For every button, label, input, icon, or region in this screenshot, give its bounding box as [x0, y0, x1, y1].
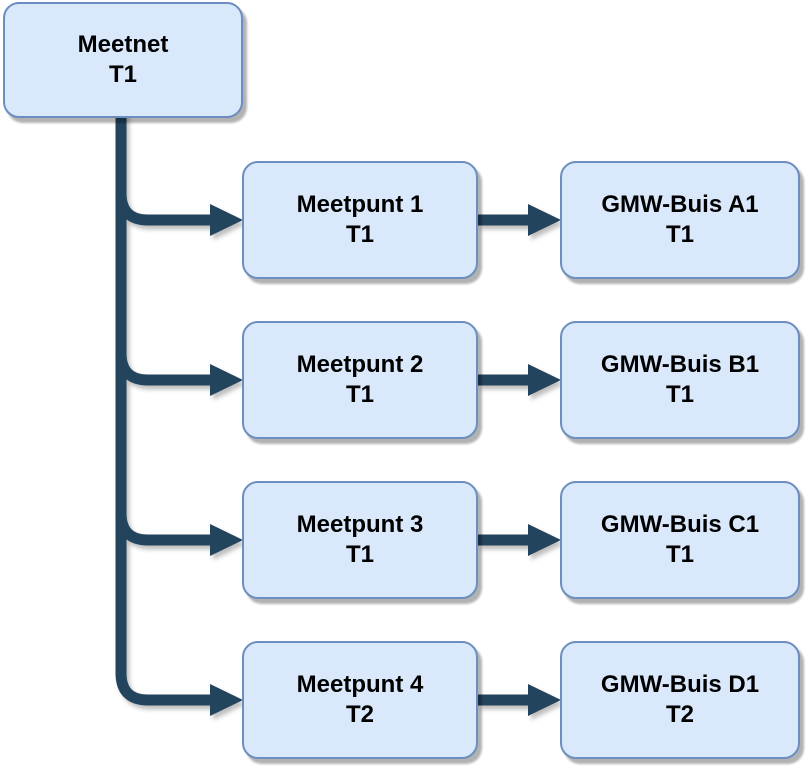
node-label: GMW-Buis A1: [601, 191, 759, 218]
connector-branch-row2: [115, 352, 211, 386]
node-label: GMW-Buis C1: [600, 511, 760, 538]
node-label: Meetpunt 4: [296, 671, 424, 698]
node-gmw-buis-b1: GMW-Buis B1 T1: [560, 321, 800, 439]
node-gmw-buis-a1: GMW-Buis A1 T1: [560, 161, 800, 279]
node-meetpunt-2: Meetpunt 2 T1: [242, 321, 478, 439]
node-tier: T1: [345, 541, 374, 568]
node-meetpunt-4: Meetpunt 4 T2: [242, 641, 478, 759]
node-tier: T1: [665, 381, 694, 408]
arrowhead-icon: [210, 364, 243, 396]
connector-branch-row1: [115, 192, 211, 226]
node-label: GMW-Buis D1: [600, 671, 760, 698]
node-gmw-buis-c1: GMW-Buis C1 T1: [560, 481, 800, 599]
arrowhead-icon: [528, 364, 561, 396]
node-tier: T1: [345, 221, 374, 248]
node-gmw-buis-d1: GMW-Buis D1 T2: [560, 641, 800, 759]
arrowhead-icon: [528, 684, 561, 716]
node-label: Meetnet: [77, 31, 169, 58]
node-label: GMW-Buis B1: [600, 351, 760, 378]
node-tier: T1: [345, 381, 374, 408]
node-meetnet: Meetnet T1: [3, 2, 243, 118]
connector-branch-row3: [115, 512, 211, 546]
node-meetpunt-1: Meetpunt 1 T1: [242, 161, 478, 279]
arrowhead-icon: [210, 204, 243, 236]
arrowhead-icon: [528, 204, 561, 236]
connector-meetnet-trunk: [115, 110, 211, 706]
node-meetpunt-3: Meetpunt 3 T1: [242, 481, 478, 599]
node-label: Meetpunt 3: [296, 511, 424, 538]
arrowhead-icon: [210, 684, 243, 716]
node-label: Meetpunt 1: [296, 191, 424, 218]
node-tier: T1: [108, 61, 137, 88]
node-tier: T1: [665, 541, 694, 568]
arrowhead-icon: [528, 524, 561, 556]
arrowhead-icon: [210, 524, 243, 556]
node-label: Meetpunt 2: [296, 351, 424, 378]
node-tier: T2: [345, 701, 374, 728]
node-tier: T2: [665, 701, 694, 728]
node-tier: T1: [665, 221, 694, 248]
